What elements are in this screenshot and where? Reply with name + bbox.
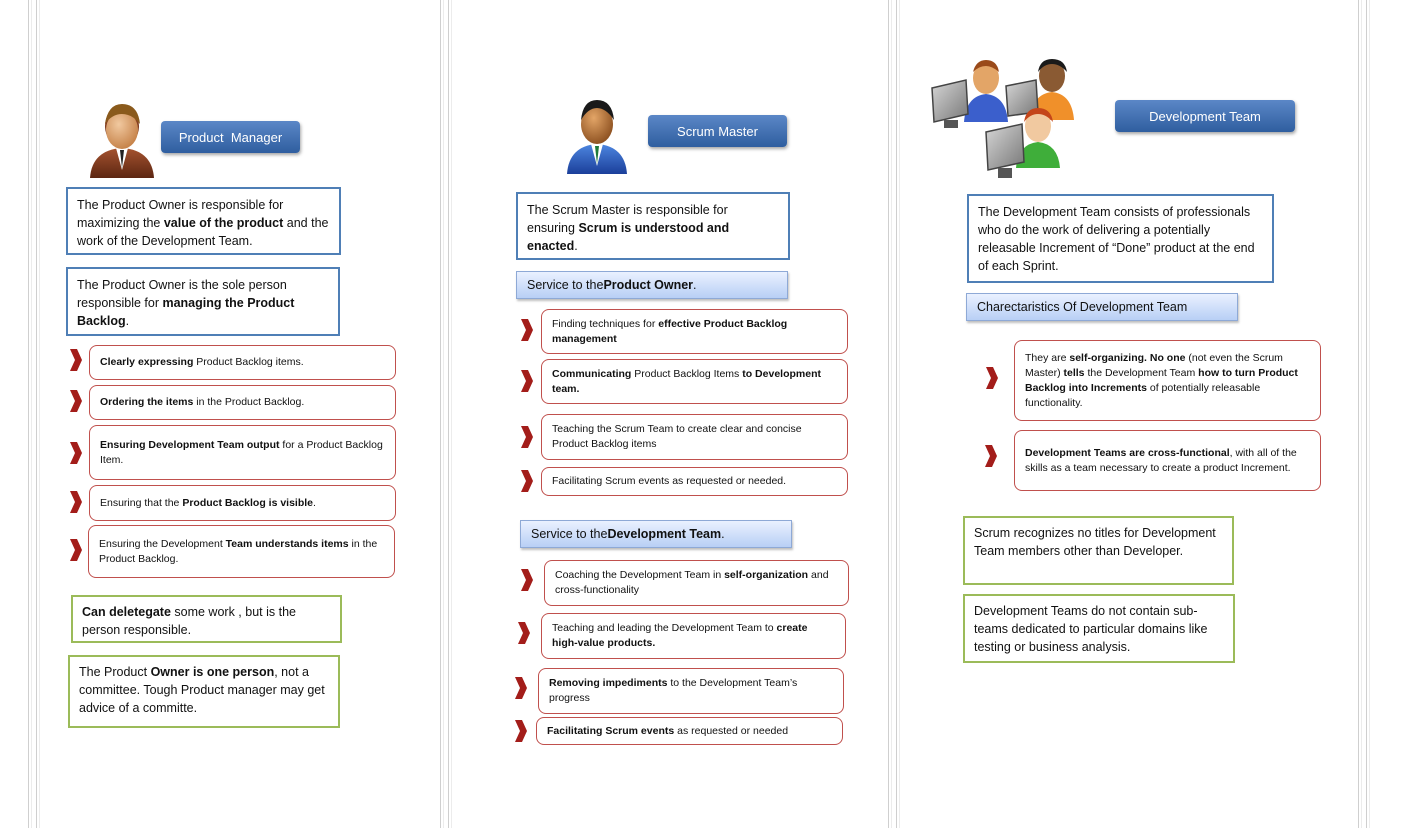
chevron-right-icon xyxy=(518,622,530,644)
chevron-right-icon xyxy=(515,677,527,699)
list-item: Facilitating Scrum events as requested o… xyxy=(541,467,848,496)
po-value-box: The Product Owner is responsible for max… xyxy=(66,187,341,255)
dt-titles-note: Scrum recognizes no titles for Developme… xyxy=(963,516,1234,585)
chevron-right-icon xyxy=(985,445,997,467)
chevron-right-icon xyxy=(521,370,533,392)
product-manager-avatar-icon xyxy=(90,104,154,178)
product-manager-button[interactable]: Product Manager xyxy=(161,121,300,153)
po-backlog-box: The Product Owner is the sole person res… xyxy=(66,267,340,336)
development-team-button[interactable]: Development Team xyxy=(1115,100,1295,132)
chevron-right-icon xyxy=(515,720,527,742)
chevron-right-icon xyxy=(70,390,82,412)
service-to-development-team-header: Service to the Development Team. xyxy=(520,520,792,548)
list-item: Facilitating Scrum events as requested o… xyxy=(536,717,843,745)
service-to-product-owner-header: Service to the Product Owner. xyxy=(516,271,788,299)
dt-definition-box: The Development Team consists of profess… xyxy=(967,194,1274,283)
sm-responsibility-box: The Scrum Master is responsible for ensu… xyxy=(516,192,790,260)
chevron-right-icon xyxy=(521,569,533,591)
dt-subteams-note: Development Teams do not contain sub-tea… xyxy=(963,594,1235,663)
list-item: Ensuring the Development Team understand… xyxy=(88,525,395,578)
list-item: Teaching the Scrum Team to create clear … xyxy=(541,414,848,460)
po-one-person-note: The Product Owner is one person, not a c… xyxy=(68,655,340,728)
chevron-right-icon xyxy=(70,539,82,561)
po-delegate-note: Can deletegate some work , but is the pe… xyxy=(71,595,342,643)
list-item: Finding techniques for effective Product… xyxy=(541,309,848,354)
list-item: Ensuring Development Team output for a P… xyxy=(89,425,396,480)
list-item: Ensuring that the Product Backlog is vis… xyxy=(89,485,396,521)
list-item: Communicating Product Backlog Items to D… xyxy=(541,359,848,404)
list-item: Clearly expressing Product Backlog items… xyxy=(89,345,396,380)
list-item: Teaching and leading the Development Tea… xyxy=(541,613,846,659)
chevron-right-icon xyxy=(70,491,82,513)
dt-characteristics-header: Charectaristics Of Development Team xyxy=(966,293,1238,321)
development-team-icon xyxy=(931,59,1074,178)
list-item: Coaching the Development Team in self-or… xyxy=(544,560,849,606)
list-item: They are self-organizing. No one (not ev… xyxy=(1014,340,1321,421)
list-item: Development Teams are cross-functional, … xyxy=(1014,430,1321,491)
list-item: Ordering the items in the Product Backlo… xyxy=(89,385,396,420)
chevron-right-icon xyxy=(70,349,82,371)
chevron-right-icon xyxy=(521,470,533,492)
list-item: Removing impediments to the Development … xyxy=(538,668,844,714)
chevron-right-icon xyxy=(521,426,533,448)
chevron-right-icon xyxy=(986,367,998,389)
chevron-right-icon xyxy=(521,319,533,341)
scrum-master-button[interactable]: Scrum Master xyxy=(648,115,787,147)
scrum-master-avatar-icon xyxy=(567,100,627,174)
chevron-right-icon xyxy=(70,442,82,464)
